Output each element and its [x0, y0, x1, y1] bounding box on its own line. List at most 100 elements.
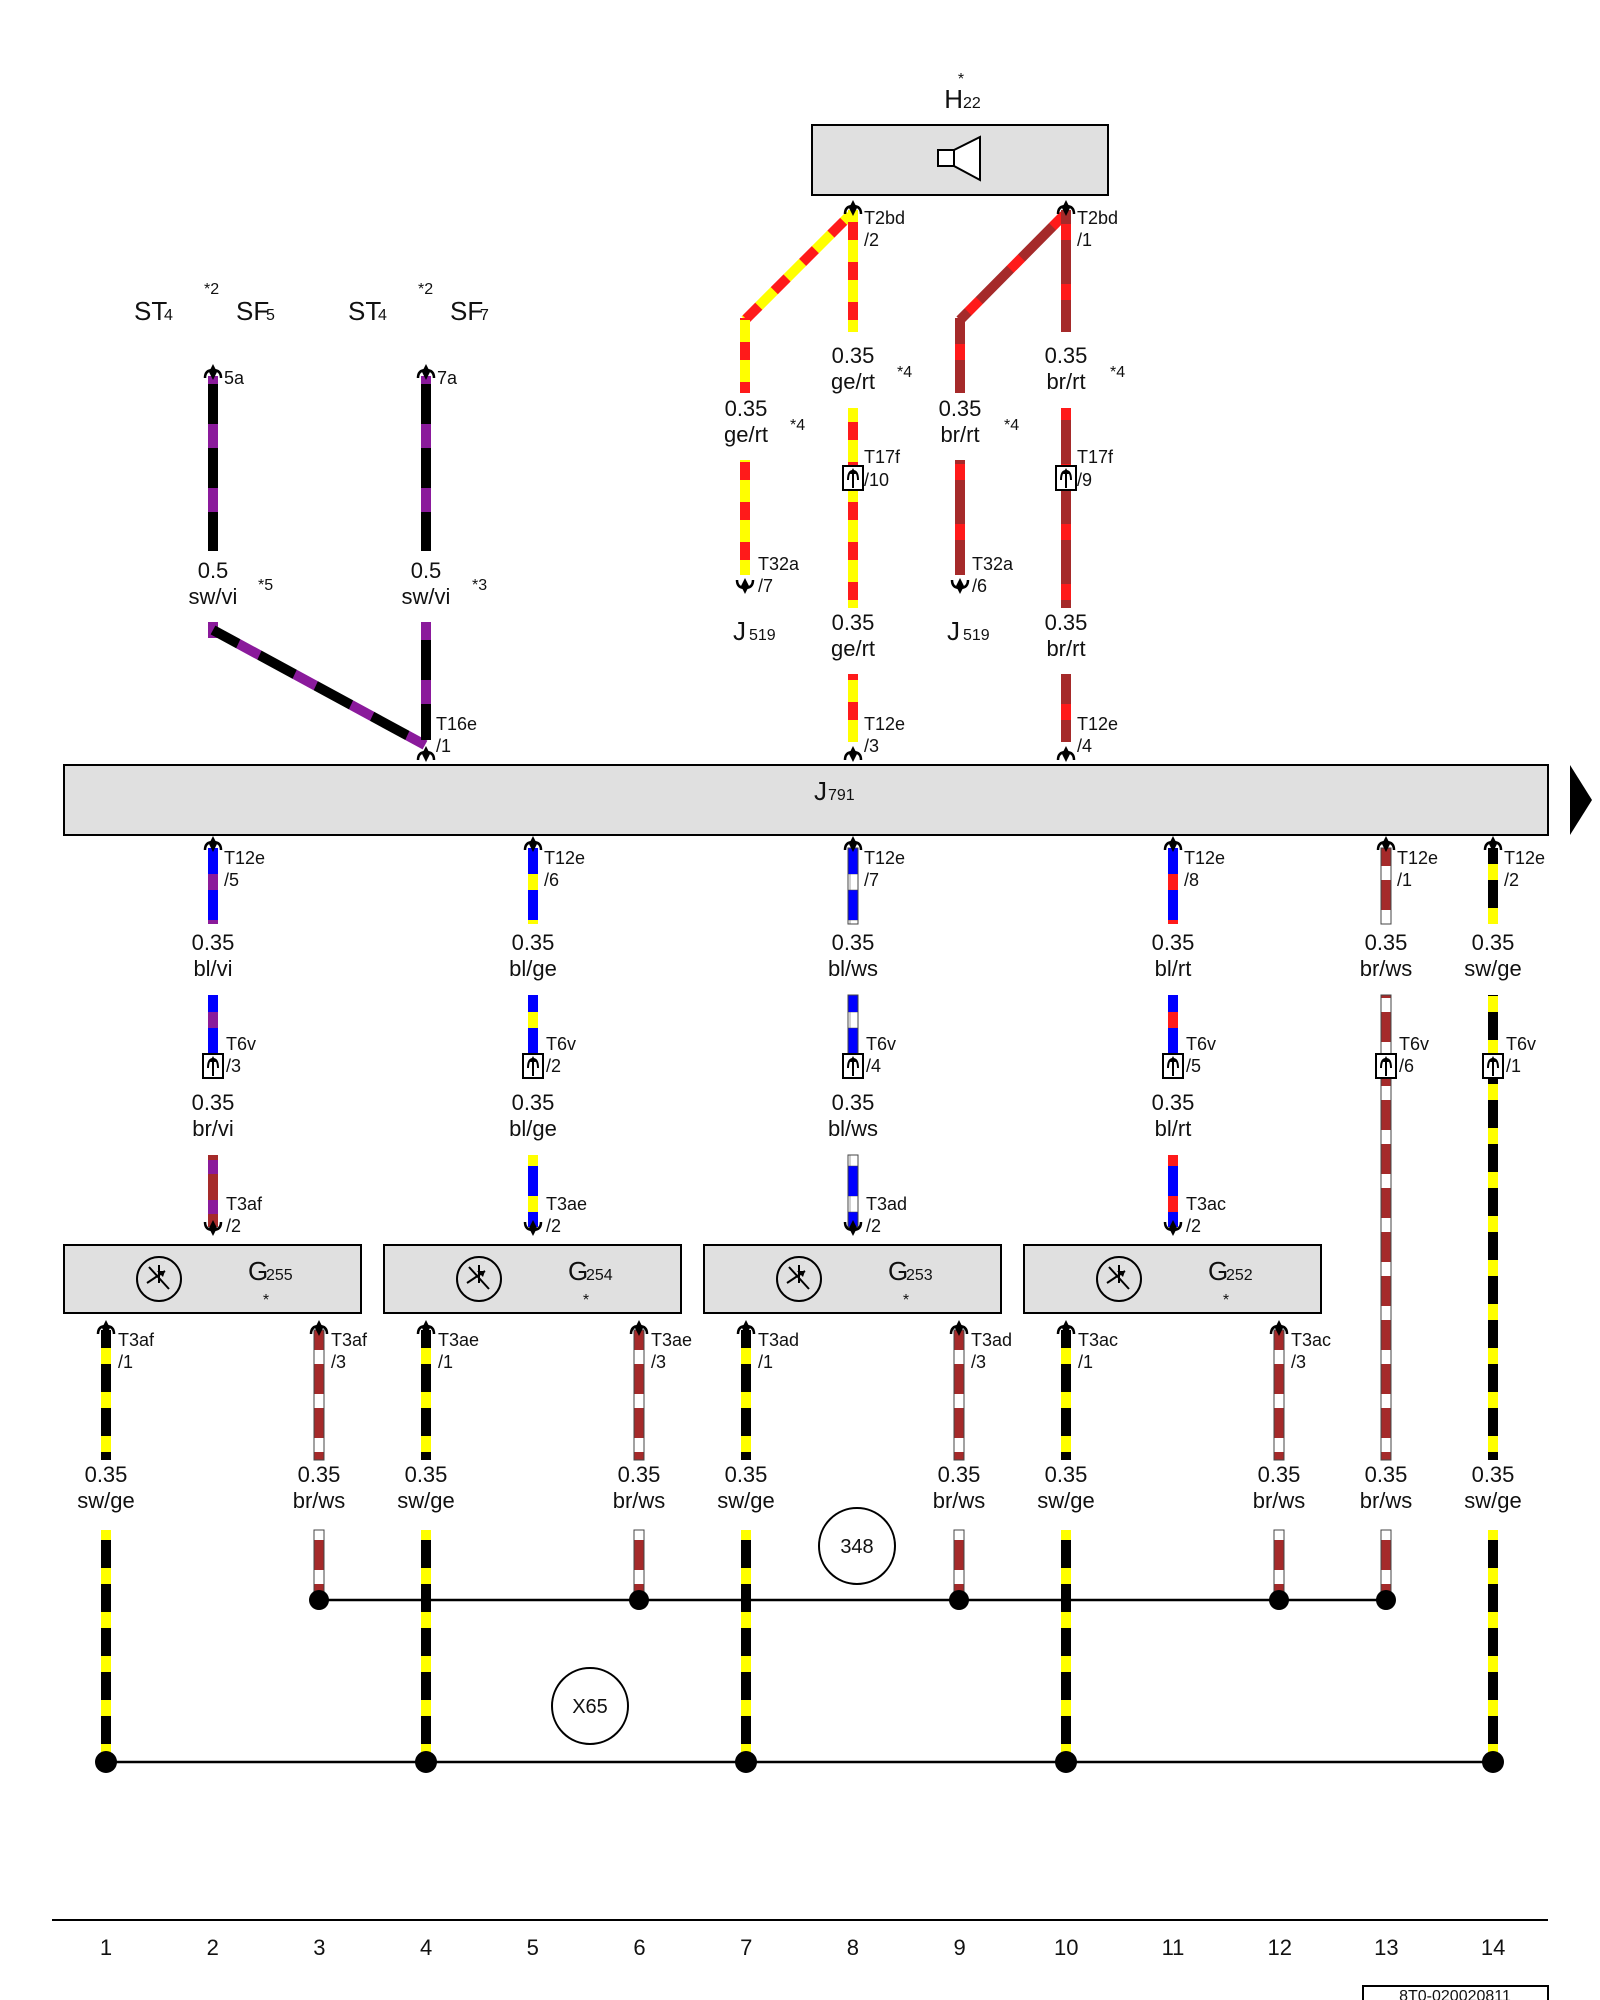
pin-t12e-5-a: T12e: [224, 848, 265, 868]
pin-t12e-3-a: T12e: [864, 714, 905, 734]
pin-7a: 7a: [437, 368, 458, 388]
wire-b3-size: 0.35: [832, 1090, 875, 1115]
grid-number: 6: [633, 1935, 645, 1960]
st4-sub-b: 4: [378, 307, 387, 324]
pin-t2bd-1-b: /1: [1077, 230, 1092, 250]
wire-j519b-size: 0.35: [939, 396, 982, 421]
sensor-g254: G 254 *: [383, 1244, 682, 1314]
wire-c10-size: 0.35: [1472, 1462, 1515, 1487]
sf5-sub: 5: [266, 307, 275, 324]
sensor-g255: G 255 *: [63, 1244, 362, 1314]
upper-connectors: [203, 198, 1077, 764]
sensor-g253: G 253 *: [703, 1244, 1002, 1314]
pin-t17f-10-b: /10: [864, 470, 889, 490]
pin-t6v-1-b: /1: [1506, 1056, 1521, 1076]
lower-pin-labels: T12e /5 T12e /6 T12e /7 T12e /8 T12e /1 …: [118, 848, 1545, 1372]
pin-t6v-3-a: T6v: [226, 1034, 256, 1054]
grid-number: 2: [207, 1935, 219, 1960]
st4-label-b: ST: [348, 296, 381, 326]
pin-t17f-9-b: /9: [1077, 470, 1092, 490]
wire-b3-color: bl/ws: [828, 1116, 878, 1141]
pin-t6v-3-b: /3: [226, 1056, 241, 1076]
connection-x65: X65: [572, 1696, 608, 1718]
pin-t12e-3-b: /3: [864, 736, 879, 756]
grid-number: 3: [313, 1935, 325, 1960]
grid-number: 4: [420, 1935, 432, 1960]
j519-label-a: J: [733, 616, 746, 646]
wire-j519b-color: br/rt: [940, 422, 979, 447]
grid-number: 13: [1374, 1935, 1398, 1960]
pin-t12e-1-b: /1: [1397, 870, 1412, 890]
sensor-g252: G 252 *: [1023, 1244, 1322, 1314]
g254-label: G: [568, 1256, 588, 1286]
wire-a6-size: 0.35: [1472, 930, 1515, 955]
h22-label: H: [944, 84, 963, 114]
pin-t3ad-2-b: /2: [866, 1216, 881, 1236]
wire-sf5-note: *5: [258, 577, 273, 594]
wire-a5-color: br/ws: [1360, 956, 1413, 981]
g253-label: G: [888, 1256, 908, 1286]
wire-sf5-color: sw/vi: [189, 584, 238, 609]
connection-348: 348: [840, 1536, 873, 1558]
upper-pin-labels: 5a 7a T2bd /2 T2bd /1 T17f /10 T17f /9 T…: [224, 208, 1118, 756]
wire-c3-color: sw/ge: [397, 1488, 454, 1513]
pin-t17f-9-a: T17f: [1077, 447, 1114, 467]
pin-t16e-1-b: /1: [436, 736, 451, 756]
pin-t3ad-3-a: T3ad: [971, 1330, 1012, 1350]
st4-label-a: ST: [134, 296, 167, 326]
pin-t12e-6-b: /6: [544, 870, 559, 890]
wire-j519a-note: *4: [790, 417, 805, 434]
wire-b2-color: bl/ge: [509, 1116, 557, 1141]
pin-t3af-3-b: /3: [331, 1352, 346, 1372]
drawing-id: 8T0-020020811: [1399, 1988, 1511, 2000]
pin-t2bd-2-b: /2: [864, 230, 879, 250]
wire-c8-size: 0.35: [1258, 1462, 1301, 1487]
pin-t3ac-1-a: T3ac: [1078, 1330, 1118, 1350]
grid-number: 8: [847, 1935, 859, 1960]
grid-number: 1: [100, 1935, 112, 1960]
pin-t16e-1-a: T16e: [436, 714, 477, 734]
g255-label: G: [248, 1256, 268, 1286]
wire-j519a-size: 0.35: [725, 396, 768, 421]
g252-label: G: [1208, 1256, 1228, 1286]
wire-j519a-color: ge/rt: [724, 422, 768, 447]
pin-t32a-6-a: T32a: [972, 554, 1014, 574]
wire-c7-color: sw/ge: [1037, 1488, 1094, 1513]
h22-star: *: [958, 71, 964, 88]
wire-t2bd1-color: br/rt: [1046, 369, 1085, 394]
speaker-icon: [937, 135, 981, 182]
pin-t12e-8-a: T12e: [1184, 848, 1225, 868]
j519-sub-b: 519: [963, 627, 990, 644]
pin-t6v-2-a: T6v: [546, 1034, 576, 1054]
grid-number: 10: [1054, 1935, 1078, 1960]
pin-t12e-2-b: /2: [1504, 870, 1519, 890]
pin-t3af-1-b: /1: [118, 1352, 133, 1372]
pin-t3ae-3-b: /3: [651, 1352, 666, 1372]
pin-t6v-6-a: T6v: [1399, 1034, 1429, 1054]
pin-t12e-5-b: /5: [224, 870, 239, 890]
wire-c1-size: 0.35: [85, 1462, 128, 1487]
wire-t12e4-color: br/rt: [1046, 636, 1085, 661]
wire-b4-color: bl/rt: [1155, 1116, 1192, 1141]
wire-a6-color: sw/ge: [1464, 956, 1521, 981]
g252-sub: 252: [1226, 1267, 1253, 1284]
wire-c4-size: 0.35: [618, 1462, 661, 1487]
wire-a3-size: 0.35: [832, 930, 875, 955]
j519-sub-a: 519: [749, 627, 776, 644]
g255-star: *: [263, 1292, 269, 1309]
wire-t2bd1-note: *4: [1110, 364, 1125, 381]
pin-t3ad-2-a: T3ad: [866, 1194, 907, 1214]
wire-c6-color: br/ws: [933, 1488, 986, 1513]
fuse-labels: ST 4 *2 SF 5 ST 4 *2 SF 7: [134, 281, 489, 326]
g254-sub: 254: [586, 1267, 613, 1284]
pin-t3ae-3-a: T3ae: [651, 1330, 692, 1350]
pin-t12e-7-a: T12e: [864, 848, 905, 868]
wire-a3-color: bl/ws: [828, 956, 878, 981]
grid-number: 12: [1267, 1935, 1291, 1960]
wire-c2-color: br/ws: [293, 1488, 346, 1513]
wire-c4-color: br/ws: [613, 1488, 666, 1513]
grid-number: 14: [1481, 1935, 1505, 1960]
lower-wires: [101, 847, 1498, 1760]
pin-t3ad-3-b: /3: [971, 1352, 986, 1372]
